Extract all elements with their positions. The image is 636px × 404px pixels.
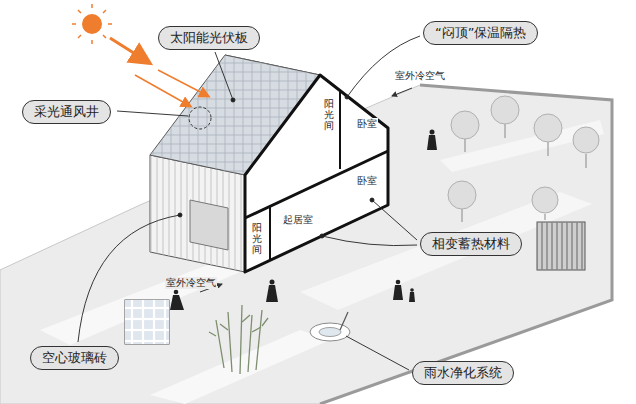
trees	[448, 96, 599, 222]
room-label: 卧室	[356, 118, 378, 130]
callout-box: 太阳能光伏板	[158, 26, 260, 50]
callout-box: “闷顶”保温隔热	[423, 21, 538, 45]
room-label: 起居室	[282, 214, 314, 226]
material-insets	[125, 222, 585, 344]
callout-text: 太阳能光伏板	[170, 30, 248, 45]
callout-text: 雨水净化系统	[424, 365, 502, 380]
house	[150, 55, 388, 272]
callout-box: 空心玻璃砖	[30, 346, 119, 370]
callout-box: 采光通风井	[22, 100, 111, 124]
room-label: 阳光间	[323, 98, 335, 131]
sun	[72, 4, 208, 106]
callout-text: 空心玻璃砖	[42, 350, 107, 365]
bamboo	[209, 305, 268, 374]
leader-lines	[78, 36, 420, 370]
callout-text: 相变蓄热材料	[432, 236, 510, 251]
air-label: 室外冷空气	[394, 70, 446, 82]
room-label: 阳光间	[251, 222, 263, 255]
callout-text: 采光通风井	[34, 104, 99, 119]
rain-pond	[310, 312, 350, 341]
callout-box: 雨水净化系统	[412, 361, 514, 385]
room-label: 卧室	[356, 175, 378, 187]
cold-air-arrows	[200, 88, 412, 292]
callout-box: 相变蓄热材料	[420, 232, 522, 256]
air-label: 室外冷空气	[165, 277, 217, 289]
callout-text: “闷顶”保温隔热	[435, 25, 526, 40]
